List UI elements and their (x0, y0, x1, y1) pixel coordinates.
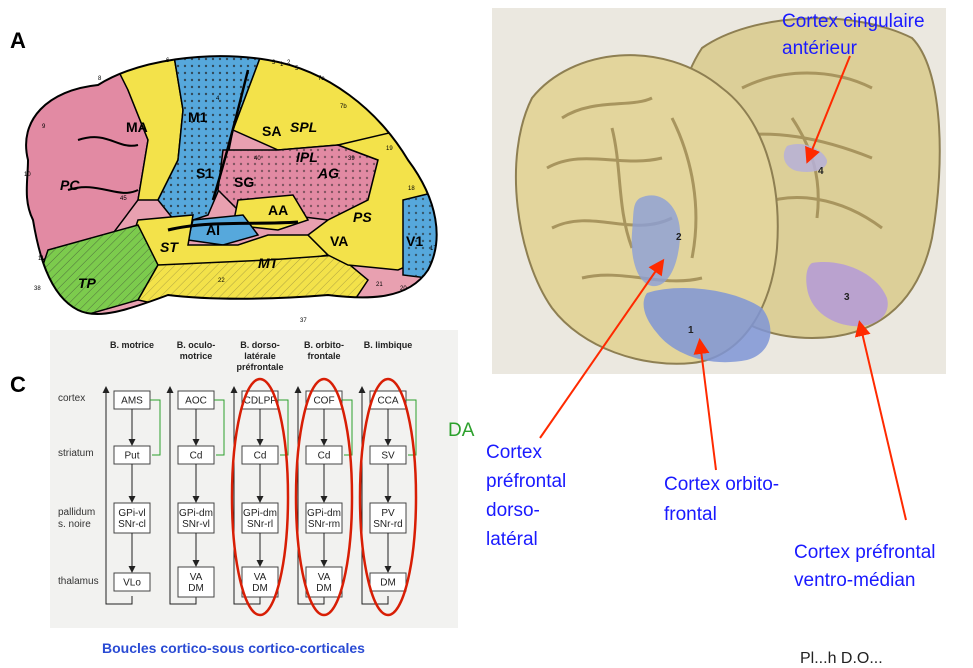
pallidum-box-label: SNr-rd (373, 519, 402, 530)
thalamus-box-label: DM (380, 578, 396, 589)
label-line: Cortex (486, 438, 566, 467)
thalamus-box-label: DM (252, 583, 268, 594)
arrow-vmpfc (860, 324, 906, 520)
pallidum-box-label: SNr-rl (247, 519, 273, 530)
label-line: Cortex préfrontal (794, 539, 936, 567)
row-label-pallidum: pallidum (58, 507, 95, 518)
striatum-box-label: Cd (254, 451, 267, 462)
da-label: DA (448, 420, 474, 442)
thalamus-box-label: VA (190, 572, 203, 583)
pallidum-box-label: GPi-dm (179, 508, 213, 519)
label-vmpfc: Cortex préfrontal ventro-médian (794, 539, 936, 595)
cortex-box-label: AMS (121, 396, 143, 407)
label-line: antérieur (782, 35, 925, 62)
arrow-acc (808, 56, 850, 160)
thalamus-box-label: VA (318, 572, 331, 583)
striatum-box-label: Put (124, 451, 139, 462)
label-ofc: Cortex orbito- frontal (664, 470, 779, 530)
row-label-striatum: striatum (58, 448, 94, 459)
footer-fragment: Pl...h D.O... (800, 650, 883, 668)
cortex-box-label: COF (313, 396, 334, 407)
da-bracket (150, 400, 160, 455)
arrow-ofc (700, 342, 716, 470)
label-line: frontal (664, 500, 779, 530)
pallidum-box-label: PV (381, 508, 395, 519)
column-header: latérale (244, 351, 276, 361)
column-header: B. motrice (110, 340, 154, 350)
cortex-box-label: AOC (185, 396, 207, 407)
label-line: Cortex cingulaire (782, 8, 925, 35)
cortex-box-label: CDLPF (244, 396, 277, 407)
thalamus-box-label: DM (316, 583, 332, 594)
column-header: B. oculo- (177, 340, 216, 350)
striatum-box-label: Cd (190, 451, 203, 462)
pallidum-box-label: SNr-vl (182, 519, 210, 530)
column-header: B. dorso- (240, 340, 280, 350)
row-label-thalamus: thalamus (58, 576, 99, 587)
label-acc: Cortex cingulaire antérieur (782, 8, 925, 62)
thalamus-box-label: VA (254, 572, 267, 583)
row-label-snoire: s. noire (58, 519, 91, 530)
pallidum-box-label: SNr-rm (308, 519, 340, 530)
pallidum-box-label: GPi-vl (118, 508, 145, 519)
label-line: préfrontal (486, 467, 566, 496)
label-line: latéral (486, 525, 566, 554)
thalamus-box-label: VLo (123, 578, 141, 589)
label-line: Cortex orbito- (664, 470, 779, 500)
column-header: motrice (180, 351, 213, 361)
cortex-box-label: CCA (377, 396, 398, 407)
arrow-dlpfc (540, 262, 662, 438)
column-header: B. limbique (364, 340, 413, 350)
row-label-cortex: cortex (58, 393, 85, 404)
column-header: frontale (307, 351, 340, 361)
label-line: dorso- (486, 496, 566, 525)
da-bracket (214, 400, 224, 455)
label-dlpfc: Cortex préfrontal dorso- latéral (486, 438, 566, 554)
pallidum-box-label: GPi-dm (243, 508, 277, 519)
diagram-caption: Boucles cortico-sous cortico-corticales (102, 640, 365, 656)
pallidum-box-label: GPi-dm (307, 508, 341, 519)
column-header: préfrontale (236, 362, 283, 372)
striatum-box-label: SV (381, 451, 395, 462)
label-line: ventro-médian (794, 567, 936, 595)
pallidum-box-label: SNr-cl (118, 519, 146, 530)
thalamus-box-label: DM (188, 583, 204, 594)
striatum-box-label: Cd (318, 451, 331, 462)
column-header: B. orbito- (304, 340, 344, 350)
